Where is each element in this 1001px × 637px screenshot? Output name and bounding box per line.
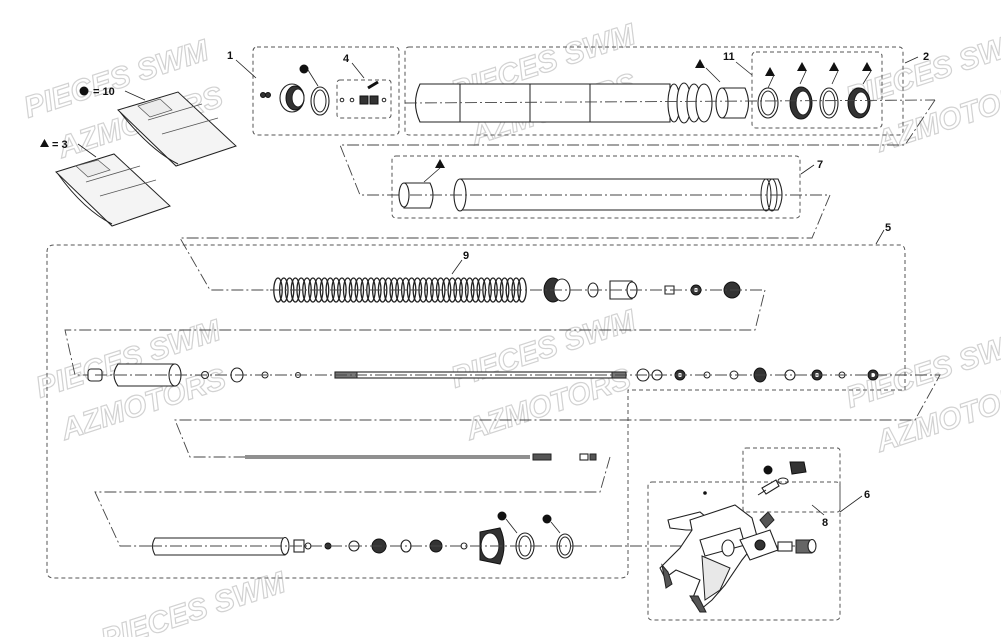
group-2: 2 11 (404, 46, 936, 136)
callout-9: 9 (463, 250, 469, 262)
outer-tube (414, 83, 671, 123)
legend-circle-text: = 10 (93, 86, 115, 98)
group-4: 4 (336, 53, 392, 119)
callout-8: 8 (822, 517, 828, 529)
group-5: 5 9 (46, 222, 941, 579)
legend-triangle-text: = 3 (52, 139, 68, 151)
callout-7: 7 (817, 159, 823, 171)
callout-4: 4 (343, 53, 350, 65)
callout-2: 2 (923, 51, 929, 63)
fork-foot (659, 504, 779, 613)
callout-1: 1 (227, 50, 233, 62)
legend: = 10 = 3 (40, 86, 237, 227)
group-6: 6 8 (647, 447, 870, 621)
seal-kit-bag-icon (117, 91, 237, 167)
watermark-line1: PIECES SWM (97, 566, 290, 637)
cartridge-tube (151, 537, 286, 556)
triangle-symbol-icon (40, 139, 49, 147)
group-1: 1 (227, 46, 400, 136)
callout-5: 5 (885, 222, 891, 234)
circle-symbol-icon (79, 86, 89, 96)
group-7: 7 (179, 155, 831, 291)
callout-6: 6 (864, 489, 870, 501)
bushing-kit-bag-icon (55, 153, 171, 227)
inner-tube (459, 178, 783, 211)
callout-11: 11 (723, 51, 735, 63)
